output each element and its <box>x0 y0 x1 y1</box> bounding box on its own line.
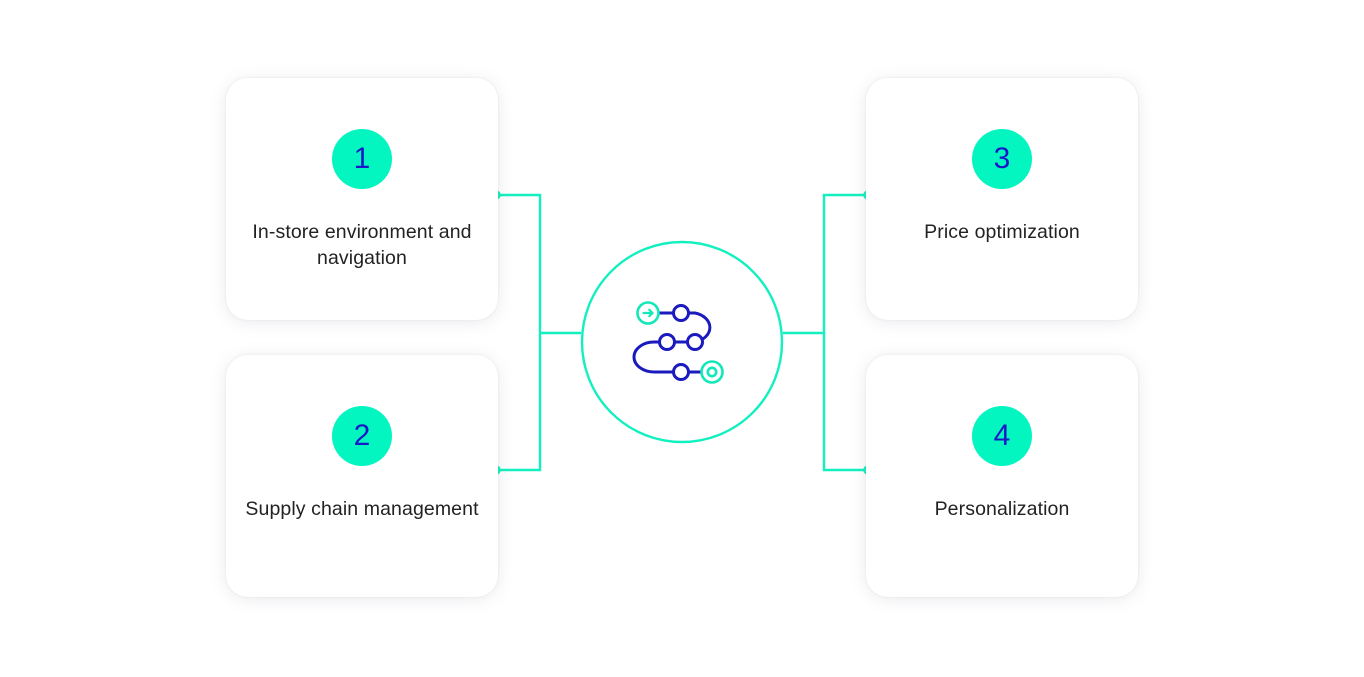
route-node-4 <box>672 363 690 381</box>
route-node-2 <box>686 333 704 351</box>
arrow-right-in-circle-icon <box>636 301 660 325</box>
target-bullseye-icon <box>700 360 724 384</box>
card-price-optimization[interactable]: 3 Price optimization <box>866 78 1138 320</box>
card-supply-chain-management[interactable]: 2 Supply chain management <box>226 355 498 597</box>
card-label: In-store environment and navigation <box>252 221 472 269</box>
card-number-badge: 4 <box>972 406 1032 466</box>
card-label: Supply chain management <box>245 498 479 520</box>
route-node-3 <box>658 333 676 351</box>
hub-circle <box>580 240 784 444</box>
card-number-badge: 3 <box>972 129 1032 189</box>
card-number-badge: 1 <box>332 129 392 189</box>
connector-left-bottom <box>496 333 542 472</box>
card-personalization[interactable]: 4 Personalization <box>866 355 1138 597</box>
route-node-1 <box>672 304 690 322</box>
route-nodes <box>658 304 704 381</box>
card-in-store-environment[interactable]: 1 In-store environment and navigation <box>226 78 498 320</box>
card-label: Price optimization <box>924 221 1080 243</box>
connector-right-bottom <box>822 333 868 472</box>
route-segment-4 <box>632 340 674 374</box>
card-number-badge: 2 <box>332 406 392 466</box>
card-label: Personalization <box>934 498 1070 520</box>
connector-right-top <box>822 193 868 333</box>
connector-left-top <box>496 193 542 333</box>
